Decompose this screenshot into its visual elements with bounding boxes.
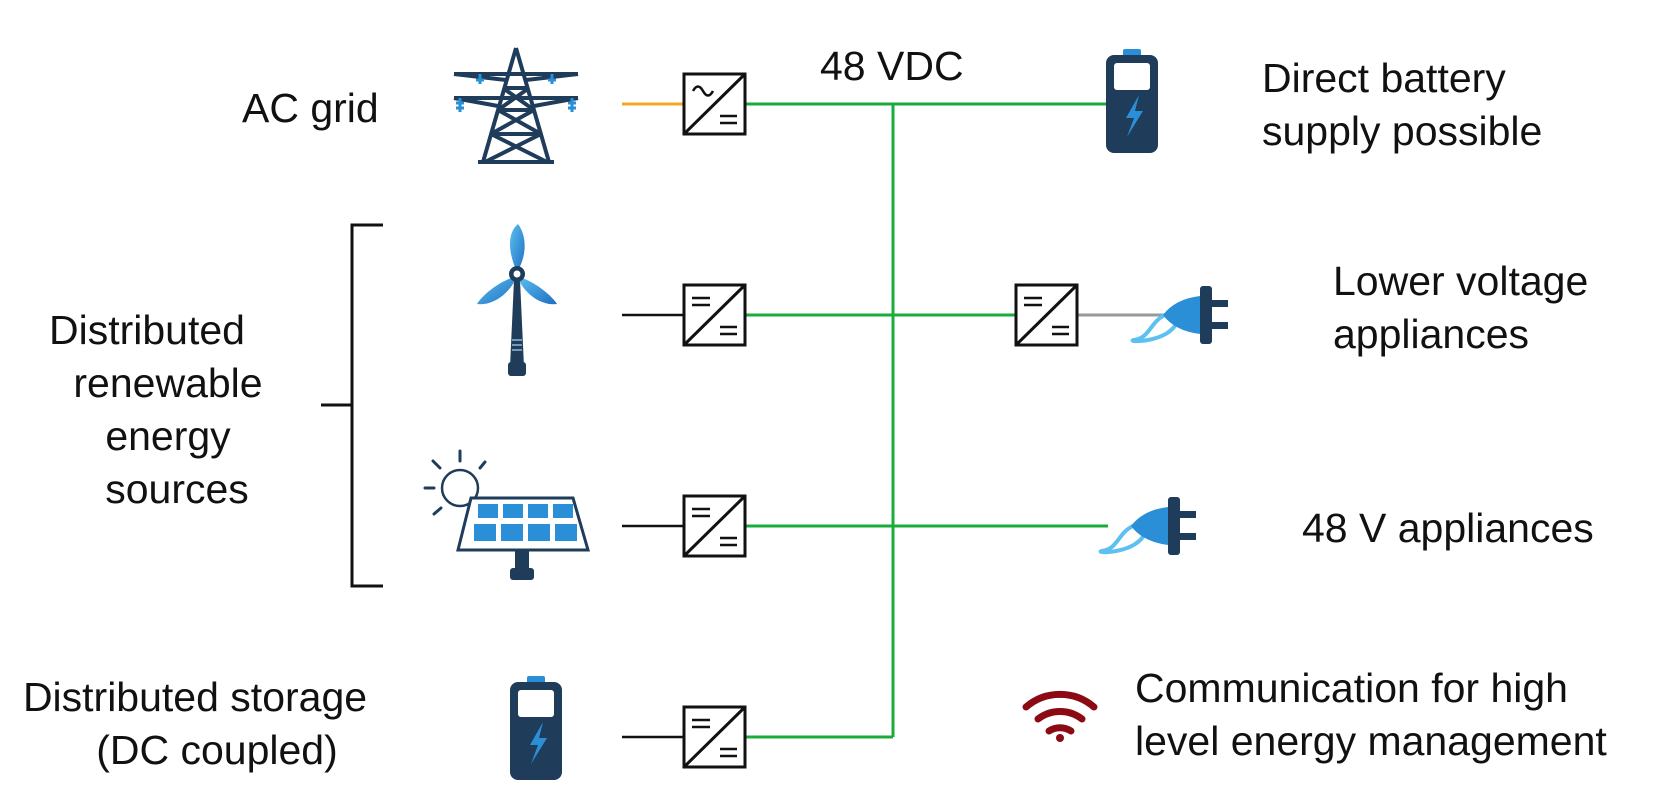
solar-panel-icon — [423, 449, 590, 580]
storage-label-line: Distributed storage — [22, 674, 368, 720]
lower-voltage-label-line: Lower voltage — [1333, 258, 1589, 304]
dc-dc-converter-icon — [1014, 283, 1079, 347]
wind-turbine-icon — [477, 224, 557, 376]
lower-voltage-label: Lower voltage appliances — [1333, 255, 1588, 361]
renewables-label-line: Distributed — [49, 307, 245, 353]
bracket — [321, 223, 383, 588]
dc-dc-converter-icon — [682, 283, 747, 347]
dc-bus — [745, 102, 1108, 739]
communication-label: Communication for high level energy mana… — [1135, 662, 1607, 768]
communication-label-line: Communication for high — [1135, 665, 1568, 711]
wifi-icon — [1022, 690, 1098, 742]
power-plug-icon — [1130, 286, 1228, 344]
battery-supply-label-line: Direct battery — [1262, 55, 1506, 101]
storage-label: Distributed storage (DC coupled) — [0, 671, 390, 777]
dc-dc-converter-icon — [682, 705, 747, 769]
battery-supply-label-line: supply possible — [1262, 108, 1543, 154]
communication-label-line: level energy management — [1135, 718, 1607, 764]
ac-grid-label: AC grid — [242, 85, 379, 131]
renewables-label-line: sources — [105, 466, 249, 512]
battery-icon — [510, 676, 562, 780]
appliances-48v-label: 48 V appliances — [1302, 505, 1594, 551]
battery-supply-label: Direct battery supply possible — [1262, 52, 1542, 158]
renewables-label-line: energy — [105, 413, 231, 459]
battery-icon — [1106, 49, 1158, 153]
bus-label: 48 VDC — [820, 43, 964, 89]
lower-voltage-label-line: appliances — [1333, 311, 1530, 357]
ac-dc-converter-icon — [682, 72, 747, 136]
power-tower-icon — [453, 47, 579, 164]
renewables-label: Distributed renewable energy sources — [20, 304, 290, 516]
renewables-label-line: renewable — [73, 360, 263, 406]
dc-dc-converter-icon — [682, 494, 747, 558]
storage-label-line: (DC coupled) — [96, 727, 338, 773]
power-plug-icon — [1098, 497, 1196, 555]
